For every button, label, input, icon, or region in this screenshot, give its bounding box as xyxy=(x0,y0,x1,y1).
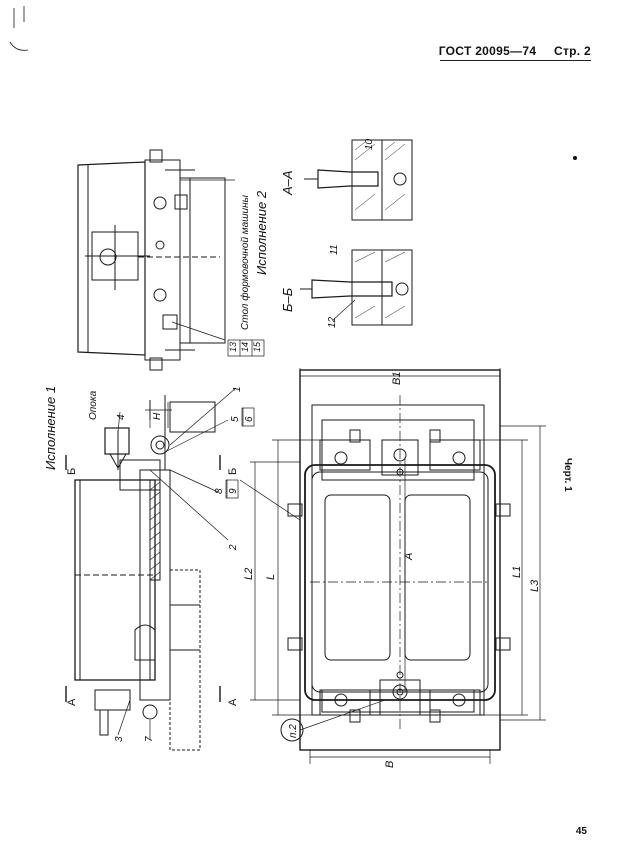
variant2-label: Исполнение 2 xyxy=(254,190,269,275)
cut-label-a-left: А xyxy=(66,698,78,706)
cut-marks xyxy=(65,455,221,702)
dim-l: L xyxy=(265,574,277,580)
pos-1: 1 xyxy=(232,386,243,392)
variant1-label: Исполнение 1 xyxy=(43,386,58,470)
dimension-lines xyxy=(239,368,546,764)
dim-a: A xyxy=(403,553,415,561)
standard-number: ГОСТ 20095—74 xyxy=(438,44,537,58)
variant1-leaders xyxy=(117,387,237,740)
drawing-caption: Черт. 1 xyxy=(562,458,573,492)
pos-11: 11 xyxy=(329,245,340,255)
pos-3: 3 xyxy=(114,736,125,742)
pos-6: 6 xyxy=(244,416,255,422)
dim-b1: В1 xyxy=(391,372,403,385)
pos-5: 5 xyxy=(230,416,241,422)
pos-4: 4 xyxy=(116,414,127,420)
pos-8: 8 xyxy=(214,488,225,494)
pos-12: 12 xyxy=(327,316,338,328)
page-label: Стр. 2 xyxy=(553,44,591,58)
dim-h: H xyxy=(152,412,163,420)
dim-l3: L3 xyxy=(529,579,541,592)
note-label: п.2 xyxy=(288,724,299,738)
pos-15: 15 xyxy=(252,341,262,352)
fraction-marks xyxy=(225,339,265,499)
dim-l2: L2 xyxy=(243,568,255,580)
section-bb-drawing xyxy=(300,249,413,326)
pos-9: 9 xyxy=(228,488,239,494)
pos-7: 7 xyxy=(144,736,155,742)
variant2-view xyxy=(77,149,235,371)
page-header: ГОСТ 20095—74 Стр. 2 xyxy=(425,44,591,58)
note-circle xyxy=(280,718,304,742)
table-label: Стол формовочной машины xyxy=(239,194,251,330)
dim-l1: L1 xyxy=(511,566,523,578)
pos-14: 14 xyxy=(240,342,250,352)
plan-view xyxy=(287,369,511,751)
section-aa-label: А–А xyxy=(280,170,295,196)
cut-label-b-right: Б xyxy=(227,468,239,475)
dim-b: В xyxy=(384,761,396,768)
cut-label-b-left: Б xyxy=(66,468,78,475)
section-aa-drawing xyxy=(304,139,413,221)
cut-label-a-right: А xyxy=(227,698,239,706)
header-rule xyxy=(440,60,591,61)
section-bb-label: Б–Б xyxy=(280,287,295,312)
pos-10: 10 xyxy=(364,138,375,150)
page-number: 45 xyxy=(575,826,587,837)
flask-label: Опока xyxy=(88,390,99,420)
variant1-view xyxy=(74,395,216,751)
pos-2: 2 xyxy=(228,544,239,551)
pos-13: 13 xyxy=(228,342,238,352)
dot-mark xyxy=(573,156,577,160)
corner-marks xyxy=(9,6,29,51)
